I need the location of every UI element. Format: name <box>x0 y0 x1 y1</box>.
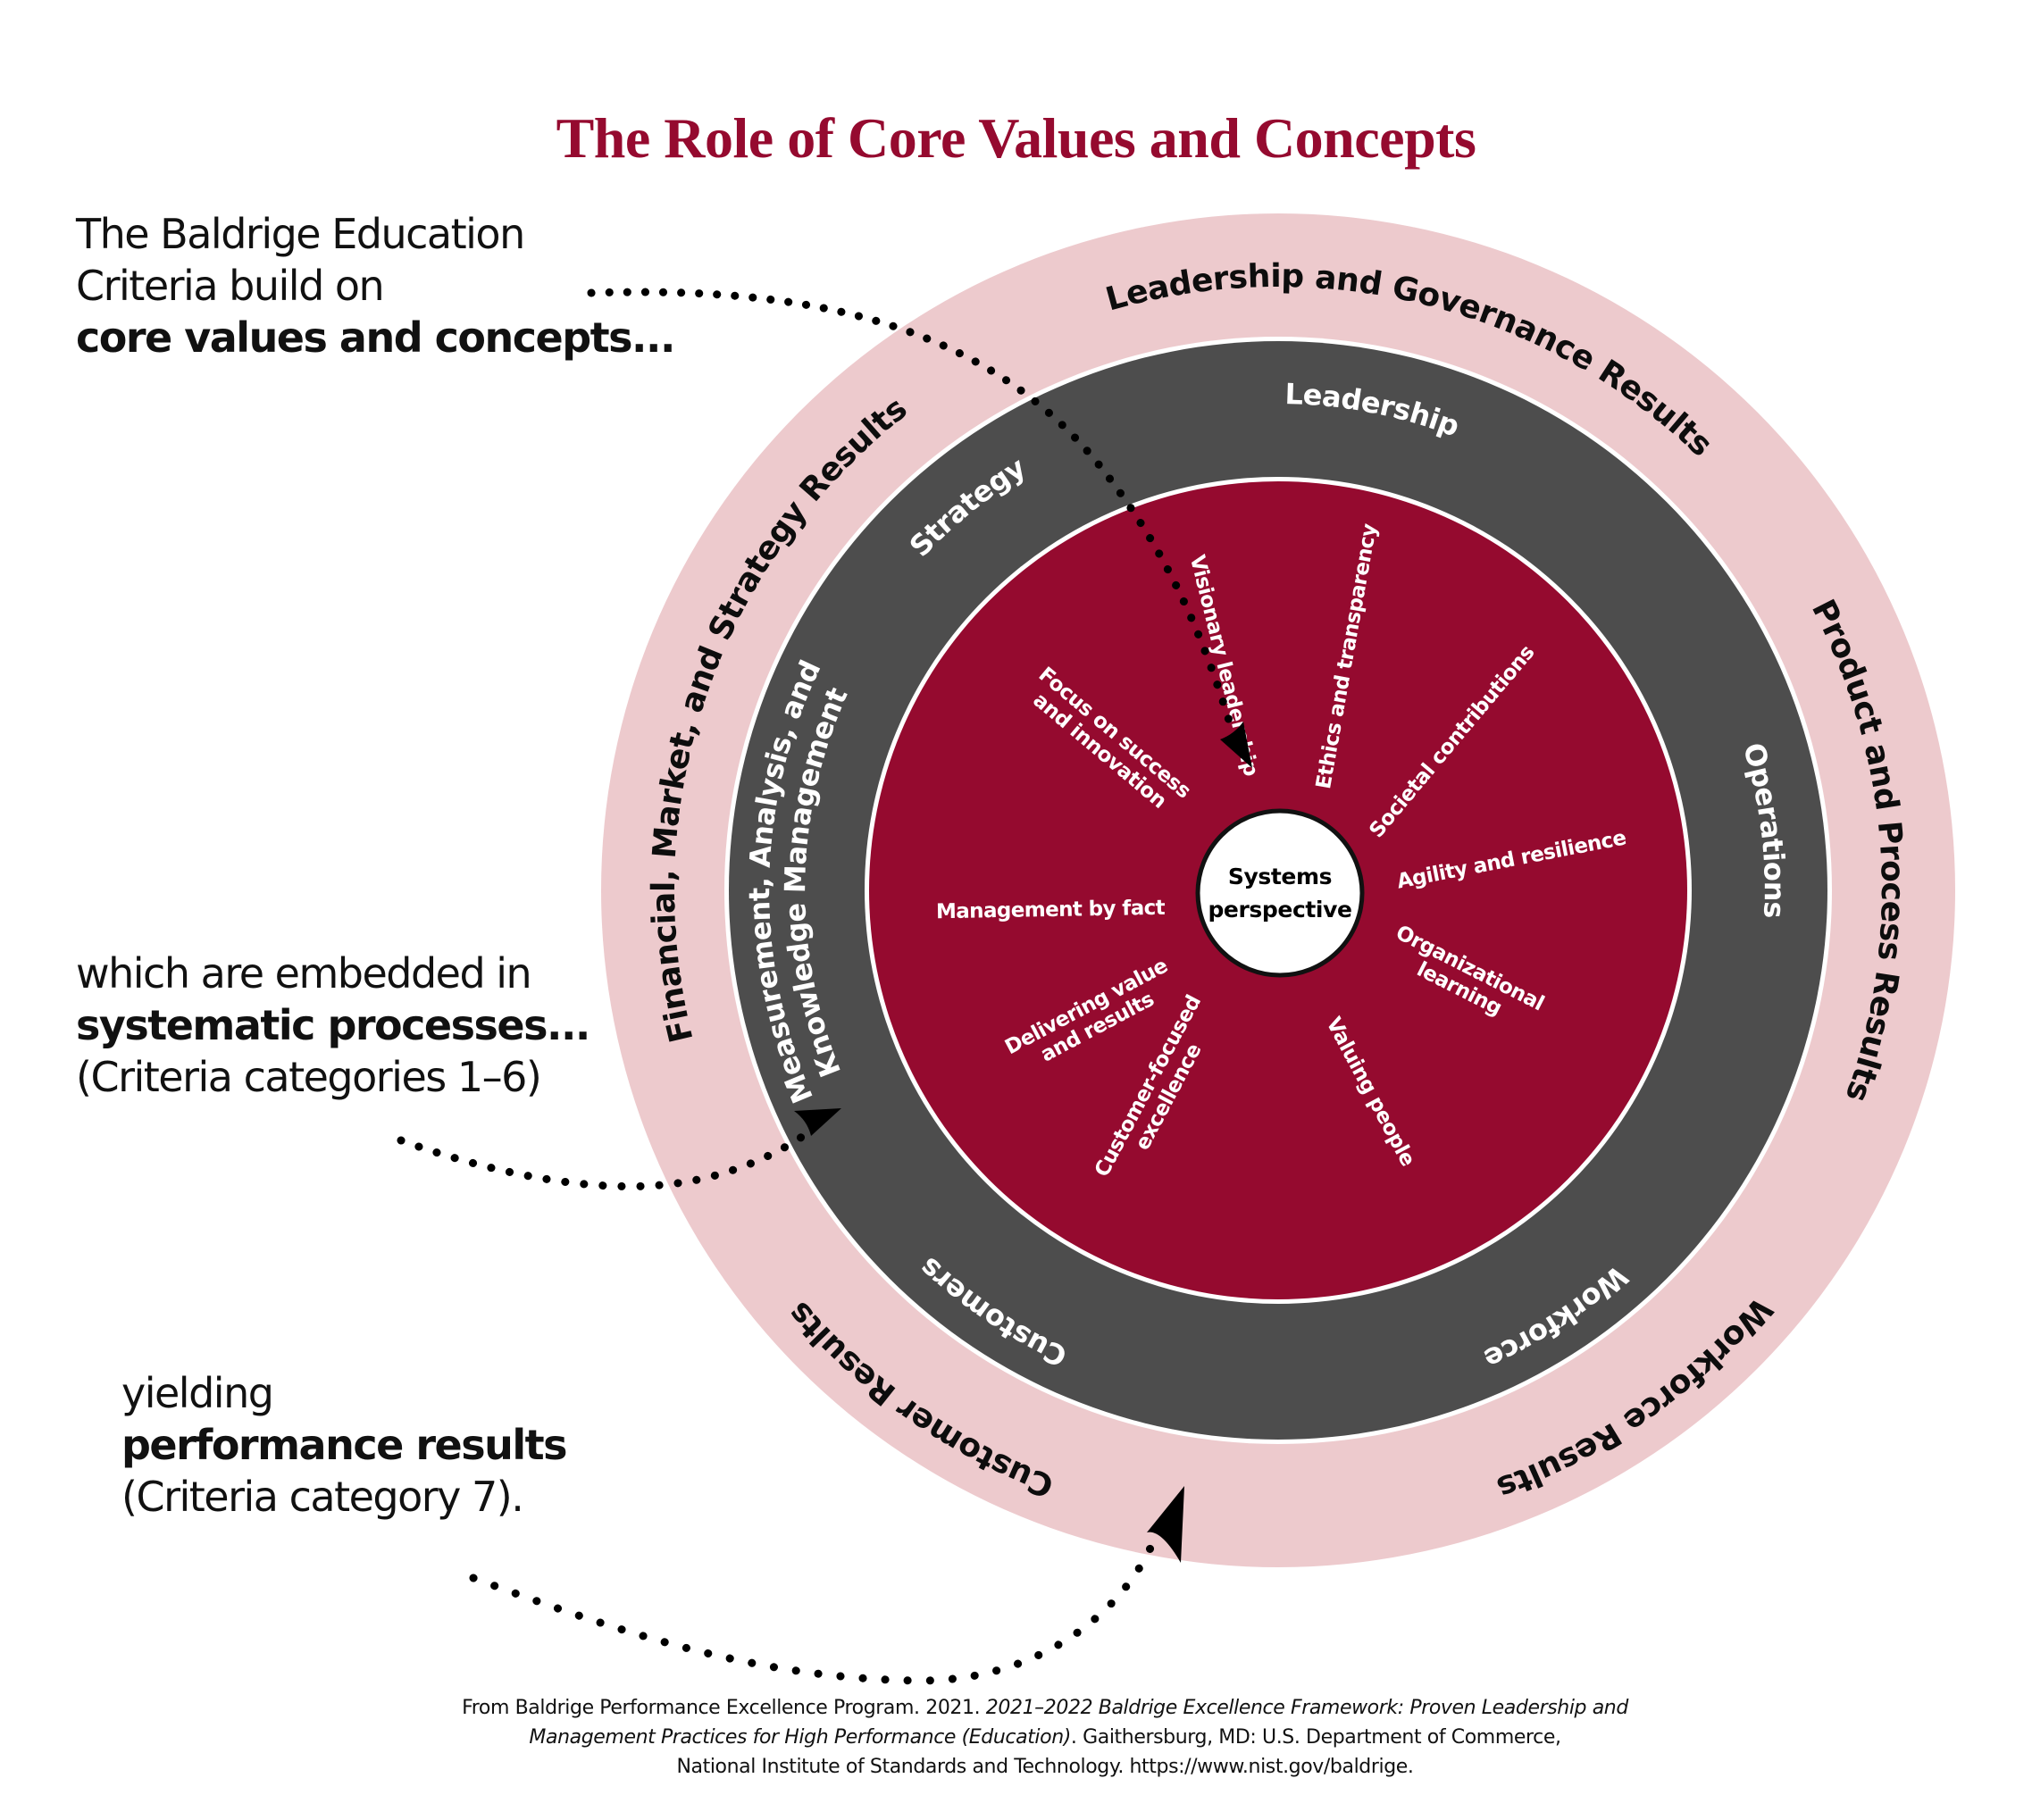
core-value-management-by-fact: Management by fact <box>936 897 1166 923</box>
annotation-systematic-processes: which are embedded in systematic process… <box>76 948 590 1103</box>
arrow-core-values <box>587 288 1252 768</box>
arrowhead-icon <box>794 1108 841 1136</box>
annotation-line: which are embedded in <box>76 949 532 998</box>
annotation-core-values: The Baldrige Education Criteria build on… <box>76 208 675 363</box>
dotted-line <box>397 1128 813 1190</box>
citation-title: 2021–2022 Baldrige Excellence Framework:… <box>985 1697 1628 1719</box>
citation-line-1: From Baldrige Performance Excellence Pro… <box>0 1693 2032 1723</box>
annotation-line: The Baldrige Education <box>76 210 525 258</box>
citation-line-3: National Institute of Standards and Tech… <box>676 1756 1414 1778</box>
annotation-emphasis: core values and concepts... <box>76 313 675 362</box>
core-value-line: Management by fact <box>936 897 1166 923</box>
annotation-emphasis: performance results <box>121 1421 567 1469</box>
citation-text: From Baldrige Performance Excellence Pro… <box>462 1697 986 1719</box>
arrowhead-icon <box>1147 1486 1184 1563</box>
arrow-performance-results <box>469 1486 1184 1685</box>
annotation-line: Criteria build on <box>76 262 385 310</box>
annotation-line: (Criteria category 7). <box>121 1473 524 1521</box>
annotation-performance-results: yielding performance results (Criteria c… <box>121 1367 567 1523</box>
citation-text: . Gaithersburg, MD: U.S. Department of C… <box>1070 1726 1561 1749</box>
arrowhead-icon <box>1220 722 1252 768</box>
arrow-systematic-processes <box>397 1108 841 1190</box>
dotted-line <box>469 1505 1175 1685</box>
center-label-line2: perspective <box>1208 897 1351 923</box>
source-citation: From Baldrige Performance Excellence Pro… <box>0 1693 2032 1782</box>
citation-title: Management Practices for High Performanc… <box>529 1726 1071 1749</box>
annotation-emphasis: systematic processes... <box>76 1001 590 1049</box>
annotation-line: (Criteria categories 1–6) <box>76 1053 542 1101</box>
center-label-line1: Systems <box>1228 864 1332 889</box>
dotted-line <box>587 288 1237 737</box>
page-title: The Role of Core Values and Concepts <box>556 106 1476 170</box>
systems-perspective-circle <box>1195 808 1365 978</box>
annotation-line: yielding <box>121 1369 274 1417</box>
citation-line-2: Management Practices for High Performanc… <box>0 1723 2032 1752</box>
